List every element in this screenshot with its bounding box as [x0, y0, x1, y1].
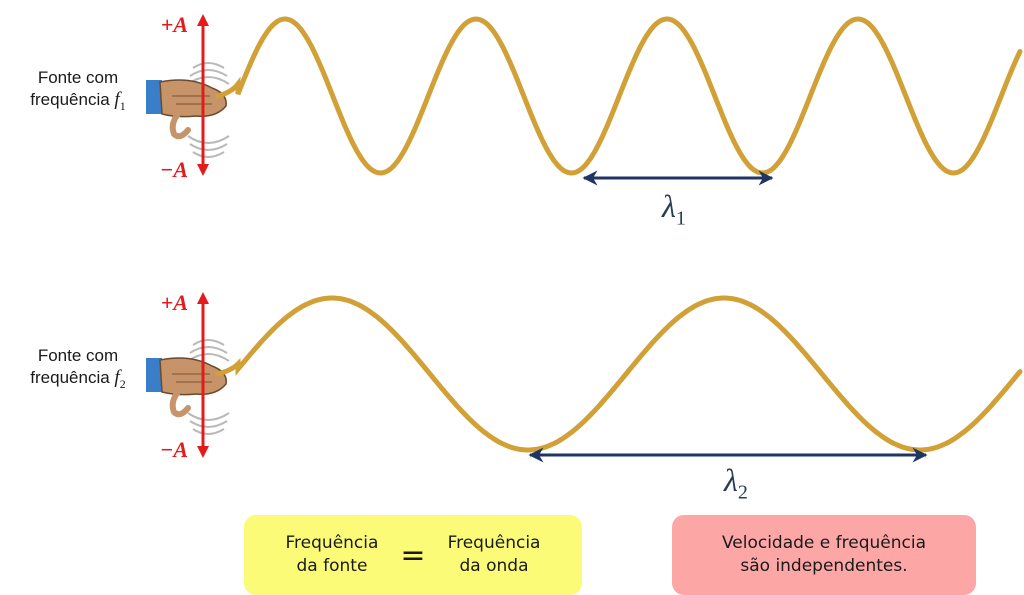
source-label-bottom: Fonte com frequência f2 [8, 345, 148, 395]
amplitude-plus-label-bottom: +A [160, 290, 188, 315]
amplitude-plus-label-top: +A [160, 12, 188, 37]
frequency-symbol-top: f1 [114, 89, 126, 113]
source-label-top: Fonte com frequência f1 [8, 67, 148, 117]
equality-right-line1: Frequência [447, 533, 541, 553]
amplitude-minus-label-top: −A [159, 157, 188, 182]
wavelength-label-bottom: λ2 [724, 462, 748, 504]
amplitude-minus-label-bottom: −A [159, 437, 188, 462]
hand-icon-top [146, 79, 227, 140]
source-label-bottom-line2: frequência [30, 368, 110, 387]
wave-bottom [215, 295, 1023, 453]
source-label-bottom-line1: Fonte com [37, 346, 119, 365]
wavelength-label-top: λ1 [662, 188, 686, 230]
equals-sign: = [400, 537, 426, 573]
equality-box: Frequência da fonte = Frequência da onda [244, 515, 582, 595]
wave-top [215, 16, 1023, 176]
note-line1: Velocidade e frequência [721, 533, 927, 553]
frequency-symbol-bottom: f2 [114, 367, 126, 391]
hand-icon-bottom [146, 357, 227, 418]
source-label-top-line1: Fonte com [37, 68, 119, 87]
equality-right-line2: da onda [459, 556, 529, 576]
equality-left-line2: da fonte [296, 556, 368, 576]
independence-note-box: Velocidade e frequência são independente… [672, 515, 976, 595]
equality-left-line1: Frequência [285, 533, 379, 553]
source-label-top-line2: frequência [30, 90, 110, 109]
note-line2: são independentes. [740, 556, 908, 576]
